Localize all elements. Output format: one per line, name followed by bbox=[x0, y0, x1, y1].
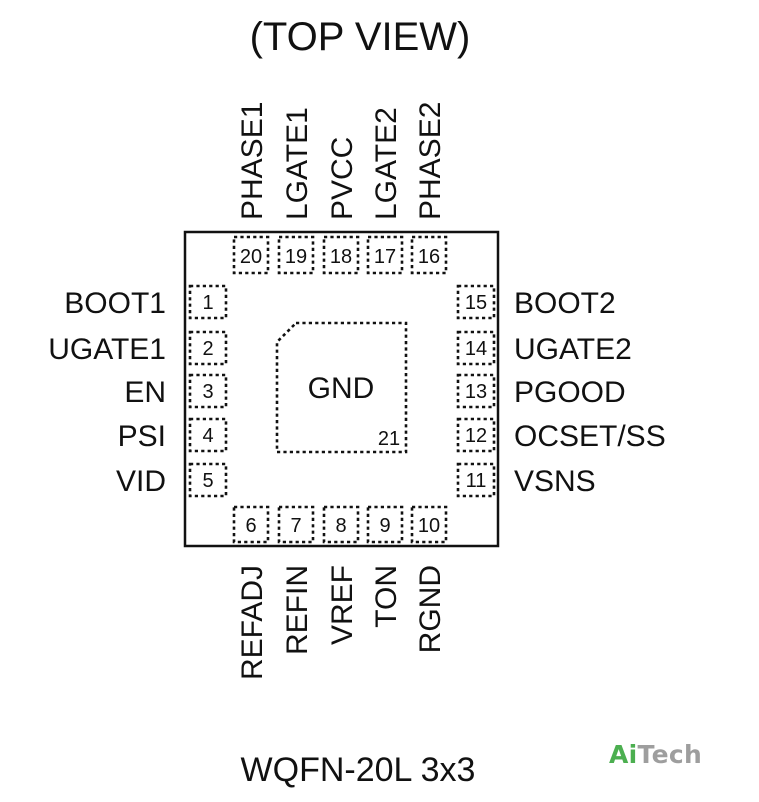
pin-number: 15 bbox=[465, 292, 487, 314]
pin-4: 4 PSI bbox=[118, 417, 228, 453]
pin-number: 12 bbox=[465, 425, 487, 447]
pin-name: PSI bbox=[118, 420, 166, 453]
exposed-pad-name: GND bbox=[308, 372, 375, 405]
pin-1: 1 BOOT1 bbox=[64, 284, 228, 320]
pin-16: 16 PHASE2 bbox=[410, 102, 448, 275]
pin-20: 20 PHASE1 bbox=[232, 102, 270, 275]
pin-17: 17 LGATE2 bbox=[366, 107, 404, 275]
pin-9: 9 TON bbox=[366, 505, 404, 628]
pin-pad bbox=[322, 505, 360, 544]
exposed-pad-number: 21 bbox=[378, 428, 400, 450]
pin-name: PHASE2 bbox=[414, 102, 447, 220]
pin-13: 13 PGOOD bbox=[456, 373, 626, 409]
left-pins: 1 BOOT1 2 UGATE1 3 EN 4 PSI 5 VID bbox=[48, 284, 228, 498]
pin-pad bbox=[410, 505, 448, 544]
pin-number: 7 bbox=[290, 515, 301, 537]
pin-number: 20 bbox=[240, 246, 262, 268]
pin-pad bbox=[188, 284, 228, 320]
pin-pad bbox=[456, 462, 496, 498]
pin-pad bbox=[456, 330, 496, 366]
pin-6: 6 REFADJ bbox=[232, 505, 270, 680]
pin-name: PHASE1 bbox=[236, 102, 269, 220]
pin-number: 11 bbox=[466, 470, 487, 492]
right-pins: 15 BOOT2 14 UGATE2 13 PGOOD 12 OCSET/SS … bbox=[456, 284, 666, 498]
pin-name: VREF bbox=[326, 565, 359, 645]
pin-pad bbox=[277, 505, 315, 544]
pin-name: EN bbox=[124, 376, 166, 409]
pin-name: UGATE1 bbox=[48, 333, 166, 366]
pin-number: 1 bbox=[202, 292, 213, 314]
pin-name: OCSET/SS bbox=[514, 420, 666, 453]
pin-19: 19 LGATE1 bbox=[277, 107, 315, 275]
pin-3: 3 EN bbox=[124, 373, 228, 409]
pin-15: 15 BOOT2 bbox=[456, 284, 616, 320]
bottom-pins: 6 REFADJ 7 REFIN 8 VREF 9 TON 10 RGND bbox=[232, 505, 448, 680]
pin-name: TON bbox=[370, 565, 403, 628]
pin-number: 6 bbox=[245, 515, 256, 537]
pin-number: 19 bbox=[285, 246, 307, 268]
pin-12: 12 OCSET/SS bbox=[456, 417, 666, 453]
pin-number: 9 bbox=[379, 515, 390, 537]
pin-number: 5 bbox=[202, 470, 213, 492]
pin-name: LGATE2 bbox=[370, 107, 403, 220]
pin-number: 8 bbox=[335, 515, 346, 537]
pin-number: 18 bbox=[330, 246, 352, 268]
pin-18: 18 PVCC bbox=[322, 137, 360, 275]
pin-name: RGND bbox=[414, 565, 447, 653]
package-name: WQFN-20L 3x3 bbox=[241, 751, 476, 789]
pin-pad bbox=[410, 235, 448, 275]
pin-name: BOOT1 bbox=[64, 287, 166, 320]
pin-name: PVCC bbox=[326, 137, 359, 220]
pin-name: VID bbox=[116, 465, 166, 498]
pin-pad bbox=[366, 235, 404, 275]
pin-7: 7 REFIN bbox=[277, 505, 315, 655]
pin-name: PGOOD bbox=[514, 376, 626, 409]
pin-10: 10 RGND bbox=[410, 505, 448, 653]
pin-pad bbox=[456, 284, 496, 320]
pin-number: 17 bbox=[374, 246, 396, 268]
pin-number: 4 bbox=[202, 425, 213, 447]
pin-name: BOOT2 bbox=[514, 287, 616, 320]
pin-name: LGATE1 bbox=[281, 107, 314, 220]
exposed-pad bbox=[275, 321, 408, 454]
pin-number: 2 bbox=[202, 338, 213, 360]
pin-name: REFIN bbox=[281, 565, 314, 655]
pin-11: 11 VSNS bbox=[456, 462, 596, 498]
logo-first-part: Ai bbox=[609, 740, 638, 769]
aitech-logo: AiTech bbox=[609, 740, 702, 769]
diagram-title: (TOP VIEW) bbox=[250, 15, 471, 59]
pin-8: 8 VREF bbox=[322, 505, 360, 645]
pin-5: 5 VID bbox=[116, 462, 228, 498]
pin-pad bbox=[188, 373, 228, 409]
pin-pad bbox=[232, 505, 270, 544]
pin-14: 14 UGATE2 bbox=[456, 330, 632, 366]
pin-pad bbox=[277, 235, 315, 275]
pin-pad bbox=[188, 417, 228, 453]
logo-second-part: Tech bbox=[637, 740, 703, 769]
pin-pad bbox=[188, 462, 228, 498]
pin-pad bbox=[188, 330, 228, 366]
package-body bbox=[183, 230, 500, 548]
pin-number: 14 bbox=[465, 338, 487, 360]
pin-pad bbox=[456, 417, 496, 453]
pin-2: 2 UGATE1 bbox=[48, 330, 228, 366]
pin-number: 10 bbox=[418, 515, 440, 537]
pin-number: 16 bbox=[418, 246, 440, 268]
pin-name: UGATE2 bbox=[514, 333, 632, 366]
pin-number: 13 bbox=[465, 381, 487, 403]
pin-pad bbox=[366, 505, 404, 544]
pin-pad bbox=[232, 235, 270, 275]
pin-name: REFADJ bbox=[236, 565, 269, 680]
pin-number: 3 bbox=[202, 381, 213, 403]
pin-pad bbox=[456, 373, 496, 409]
pin-pad bbox=[322, 235, 360, 275]
pin-name: VSNS bbox=[514, 465, 596, 498]
top-pins: 20 PHASE1 19 LGATE1 18 PVCC 17 LGATE2 16… bbox=[232, 102, 448, 275]
